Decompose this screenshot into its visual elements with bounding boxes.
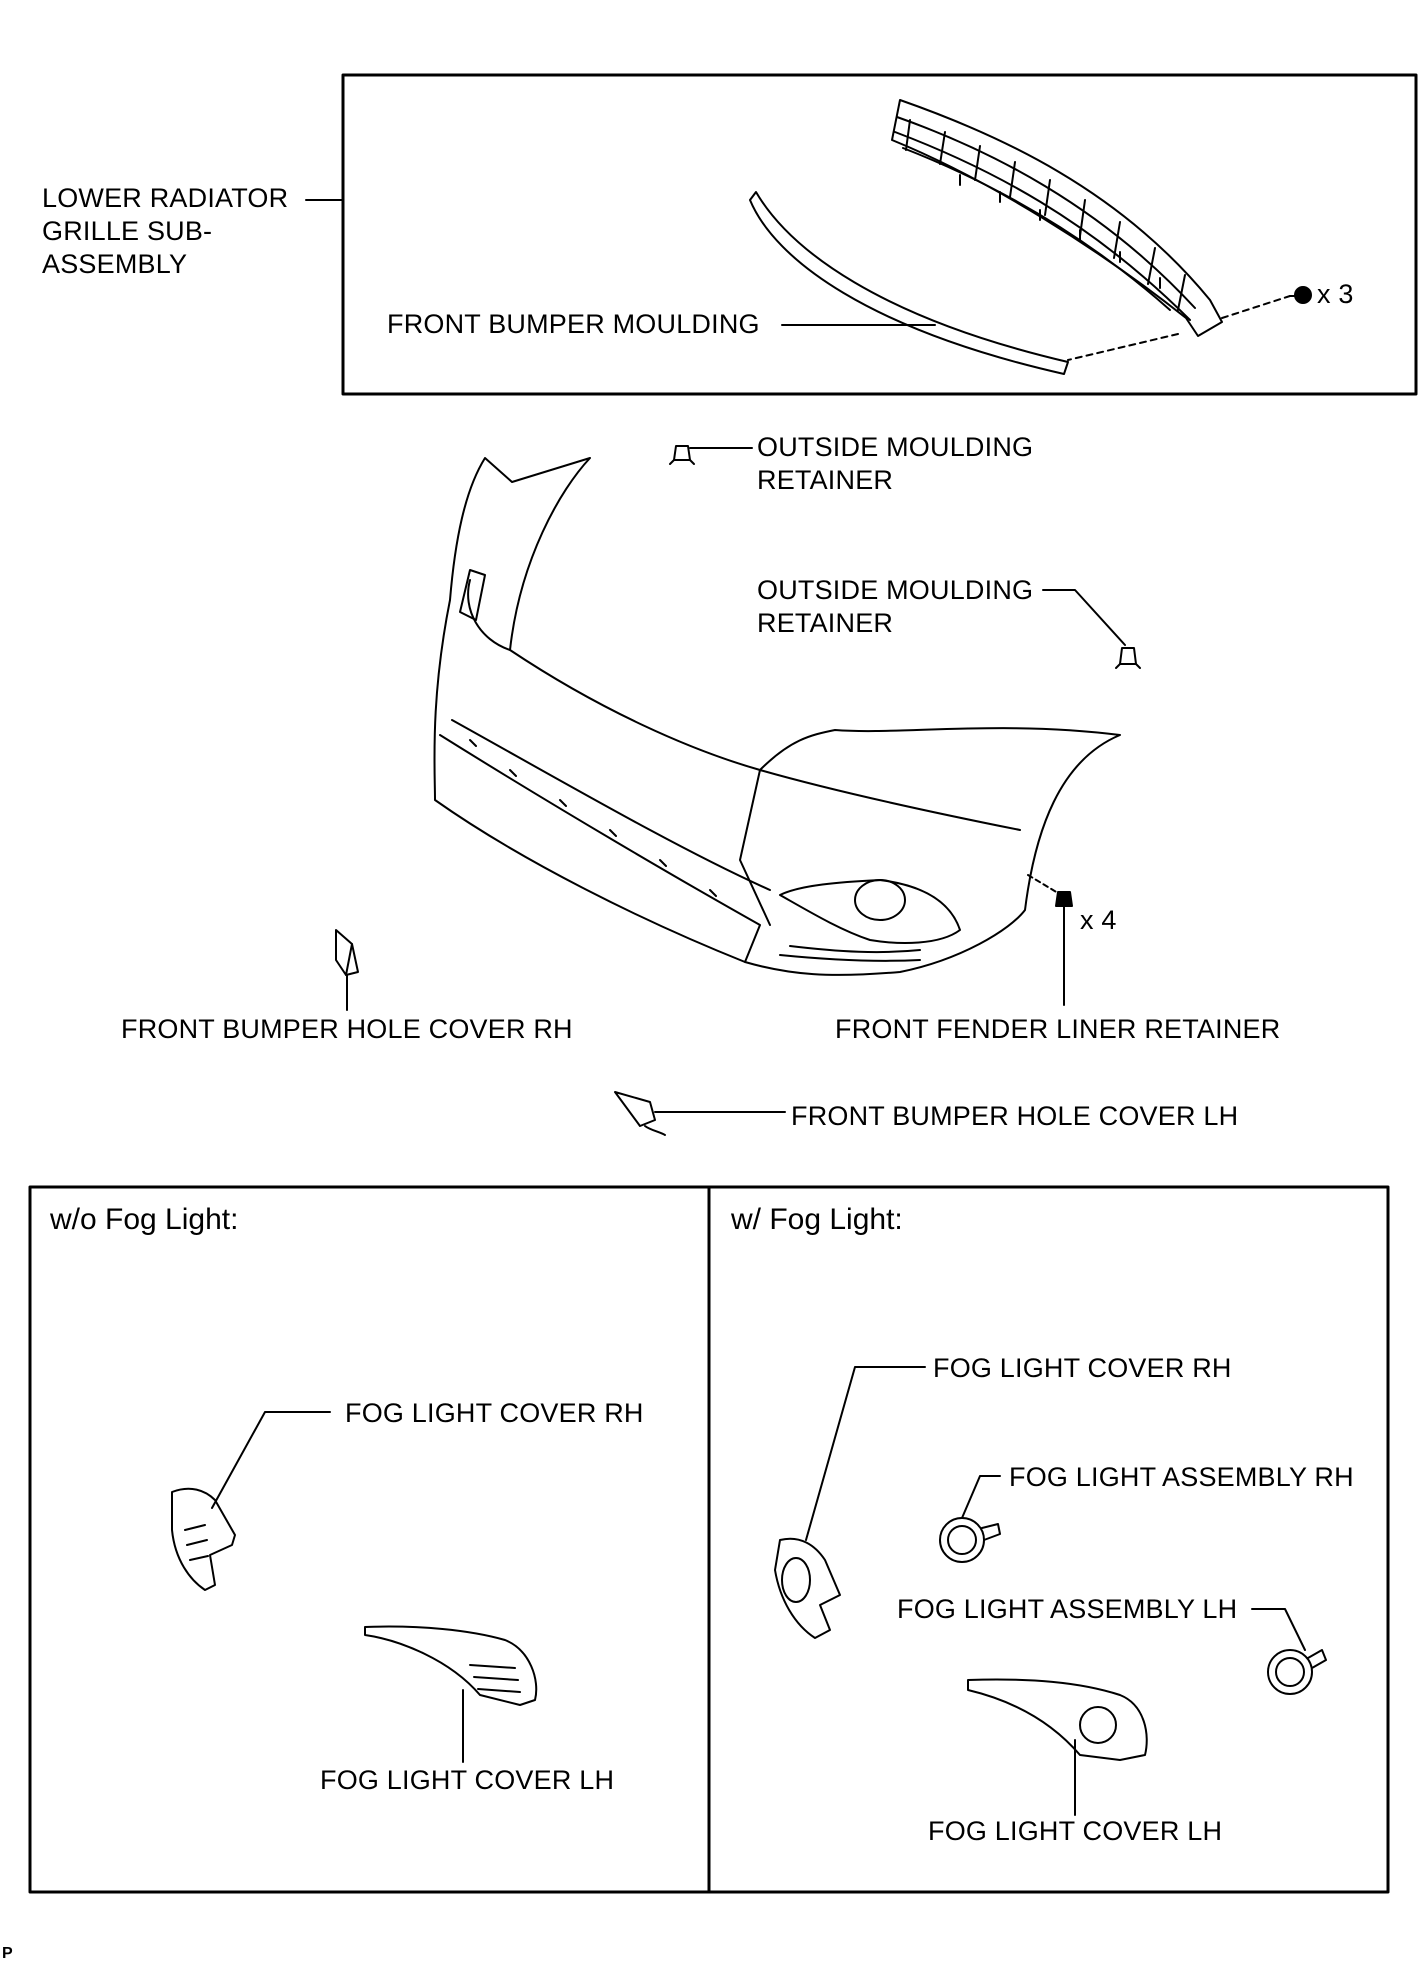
fender-liner-retainer-icon — [1055, 891, 1073, 907]
leader-fog-light-assembly-rh — [961, 1475, 1001, 1519]
label-fog-light-cover-lh-wo: FOG LIGHT COVER LH — [320, 1765, 615, 1795]
leader-fog-light-assembly-lh — [1251, 1608, 1306, 1651]
label-qty-x4: x 4 — [1080, 905, 1117, 935]
front-bumper-moulding — [749, 191, 1069, 375]
grille-detail-box — [341, 73, 1418, 396]
label-fog-light-cover-rh-wo: FOG LIGHT COVER RH — [345, 1398, 644, 1428]
outside-moulding-retainer-icon-2 — [1115, 647, 1141, 669]
fog-light-cover-rh-icon-wo — [171, 1487, 236, 1591]
front-bumper-hole-cover-lh-icon — [614, 1091, 666, 1136]
label-fog-light-assembly-rh: FOG LIGHT ASSEMBLY RH — [1009, 1462, 1354, 1492]
label-fog-light-assembly-lh: FOG LIGHT ASSEMBLY LH — [897, 1594, 1238, 1624]
label-front-bumper-moulding: FRONT BUMPER MOULDING — [387, 309, 760, 339]
front-bumper-cover — [433, 457, 1121, 976]
fog-light-cover-lh-icon-w — [967, 1678, 1148, 1761]
lower-radiator-grille — [891, 99, 1223, 337]
fog-light-assembly-rh-icon — [939, 1517, 1001, 1563]
label-front-bumper-hole-cover-rh: FRONT BUMPER HOLE COVER RH — [121, 1014, 573, 1044]
leader-fog-light-cover-rh-w — [805, 1366, 926, 1541]
grille-fastener-leader — [1067, 295, 1291, 361]
panel-title-with-fog-light: w/ Fog Light: — [731, 1203, 903, 1236]
label-lower-radiator-grille: LOWER RADIATOR GRILLE SUB- ASSEMBLY — [42, 183, 289, 279]
leader-fog-light-cover-rh-wo — [211, 1411, 331, 1509]
label-front-fender-liner-retainer: FRONT FENDER LINER RETAINER — [835, 1014, 1281, 1044]
fog-light-cover-lh-icon-wo — [364, 1625, 538, 1706]
label-outside-moulding-retainer-1: OUTSIDE MOULDING RETAINER — [757, 432, 1034, 495]
label-outside-moulding-retainer-2: OUTSIDE MOULDING RETAINER — [757, 575, 1034, 638]
screw-icon — [1289, 286, 1312, 304]
panel-title-without-fog-light: w/o Fog Light: — [50, 1203, 239, 1236]
fog-light-cover-rh-icon-w — [774, 1537, 841, 1639]
label-qty-x3: x 3 — [1317, 279, 1354, 309]
outside-moulding-retainer-icon-1 — [669, 445, 695, 465]
front-bumper-hole-cover-rh-icon — [335, 929, 359, 976]
label-fog-light-cover-rh-w: FOG LIGHT COVER RH — [933, 1353, 1232, 1383]
label-front-bumper-hole-cover-lh: FRONT BUMPER HOLE COVER LH — [791, 1101, 1239, 1131]
leader-outside-moulding-retainer-2 — [1042, 589, 1126, 646]
figure-code: P — [2, 1945, 13, 1962]
label-fog-light-cover-lh-w: FOG LIGHT COVER LH — [928, 1816, 1223, 1846]
fender-liner-retainer-dash-leader — [1027, 874, 1059, 894]
fog-light-assembly-lh-icon — [1267, 1649, 1327, 1695]
